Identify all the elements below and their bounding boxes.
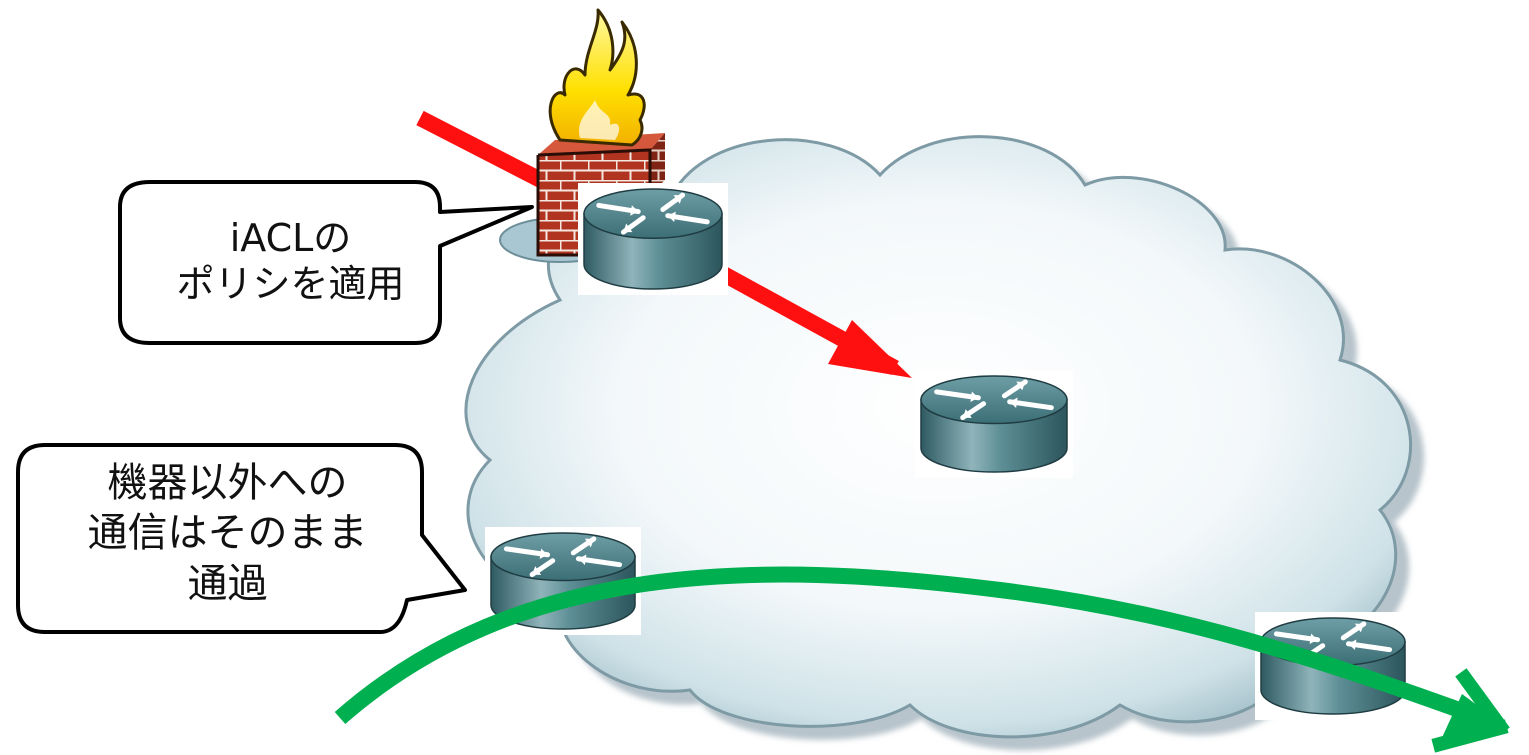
callout-iacl-line-2: ポリシを適用 (176, 261, 405, 306)
callout-passthrough-text: 機器以外への 通信はそのまま 通過 (40, 458, 415, 609)
callout-iacl-line-1: iACLの (229, 216, 352, 260)
callout-iacl-text: iACLの ポリシを適用 (158, 216, 423, 307)
callout-iacl (118, 180, 534, 345)
router-icon (915, 370, 1073, 478)
flame-icon (548, 8, 646, 147)
callout-passthrough (16, 443, 467, 634)
callout-passthrough-line-3: 通過 (187, 560, 268, 607)
allowed-traffic-arrow (334, 566, 1510, 753)
router-icon (578, 183, 728, 295)
callout-passthrough-line-1: 機器以外への (107, 460, 348, 506)
callout-passthrough-line-2: 通信はそのまま (87, 510, 368, 557)
